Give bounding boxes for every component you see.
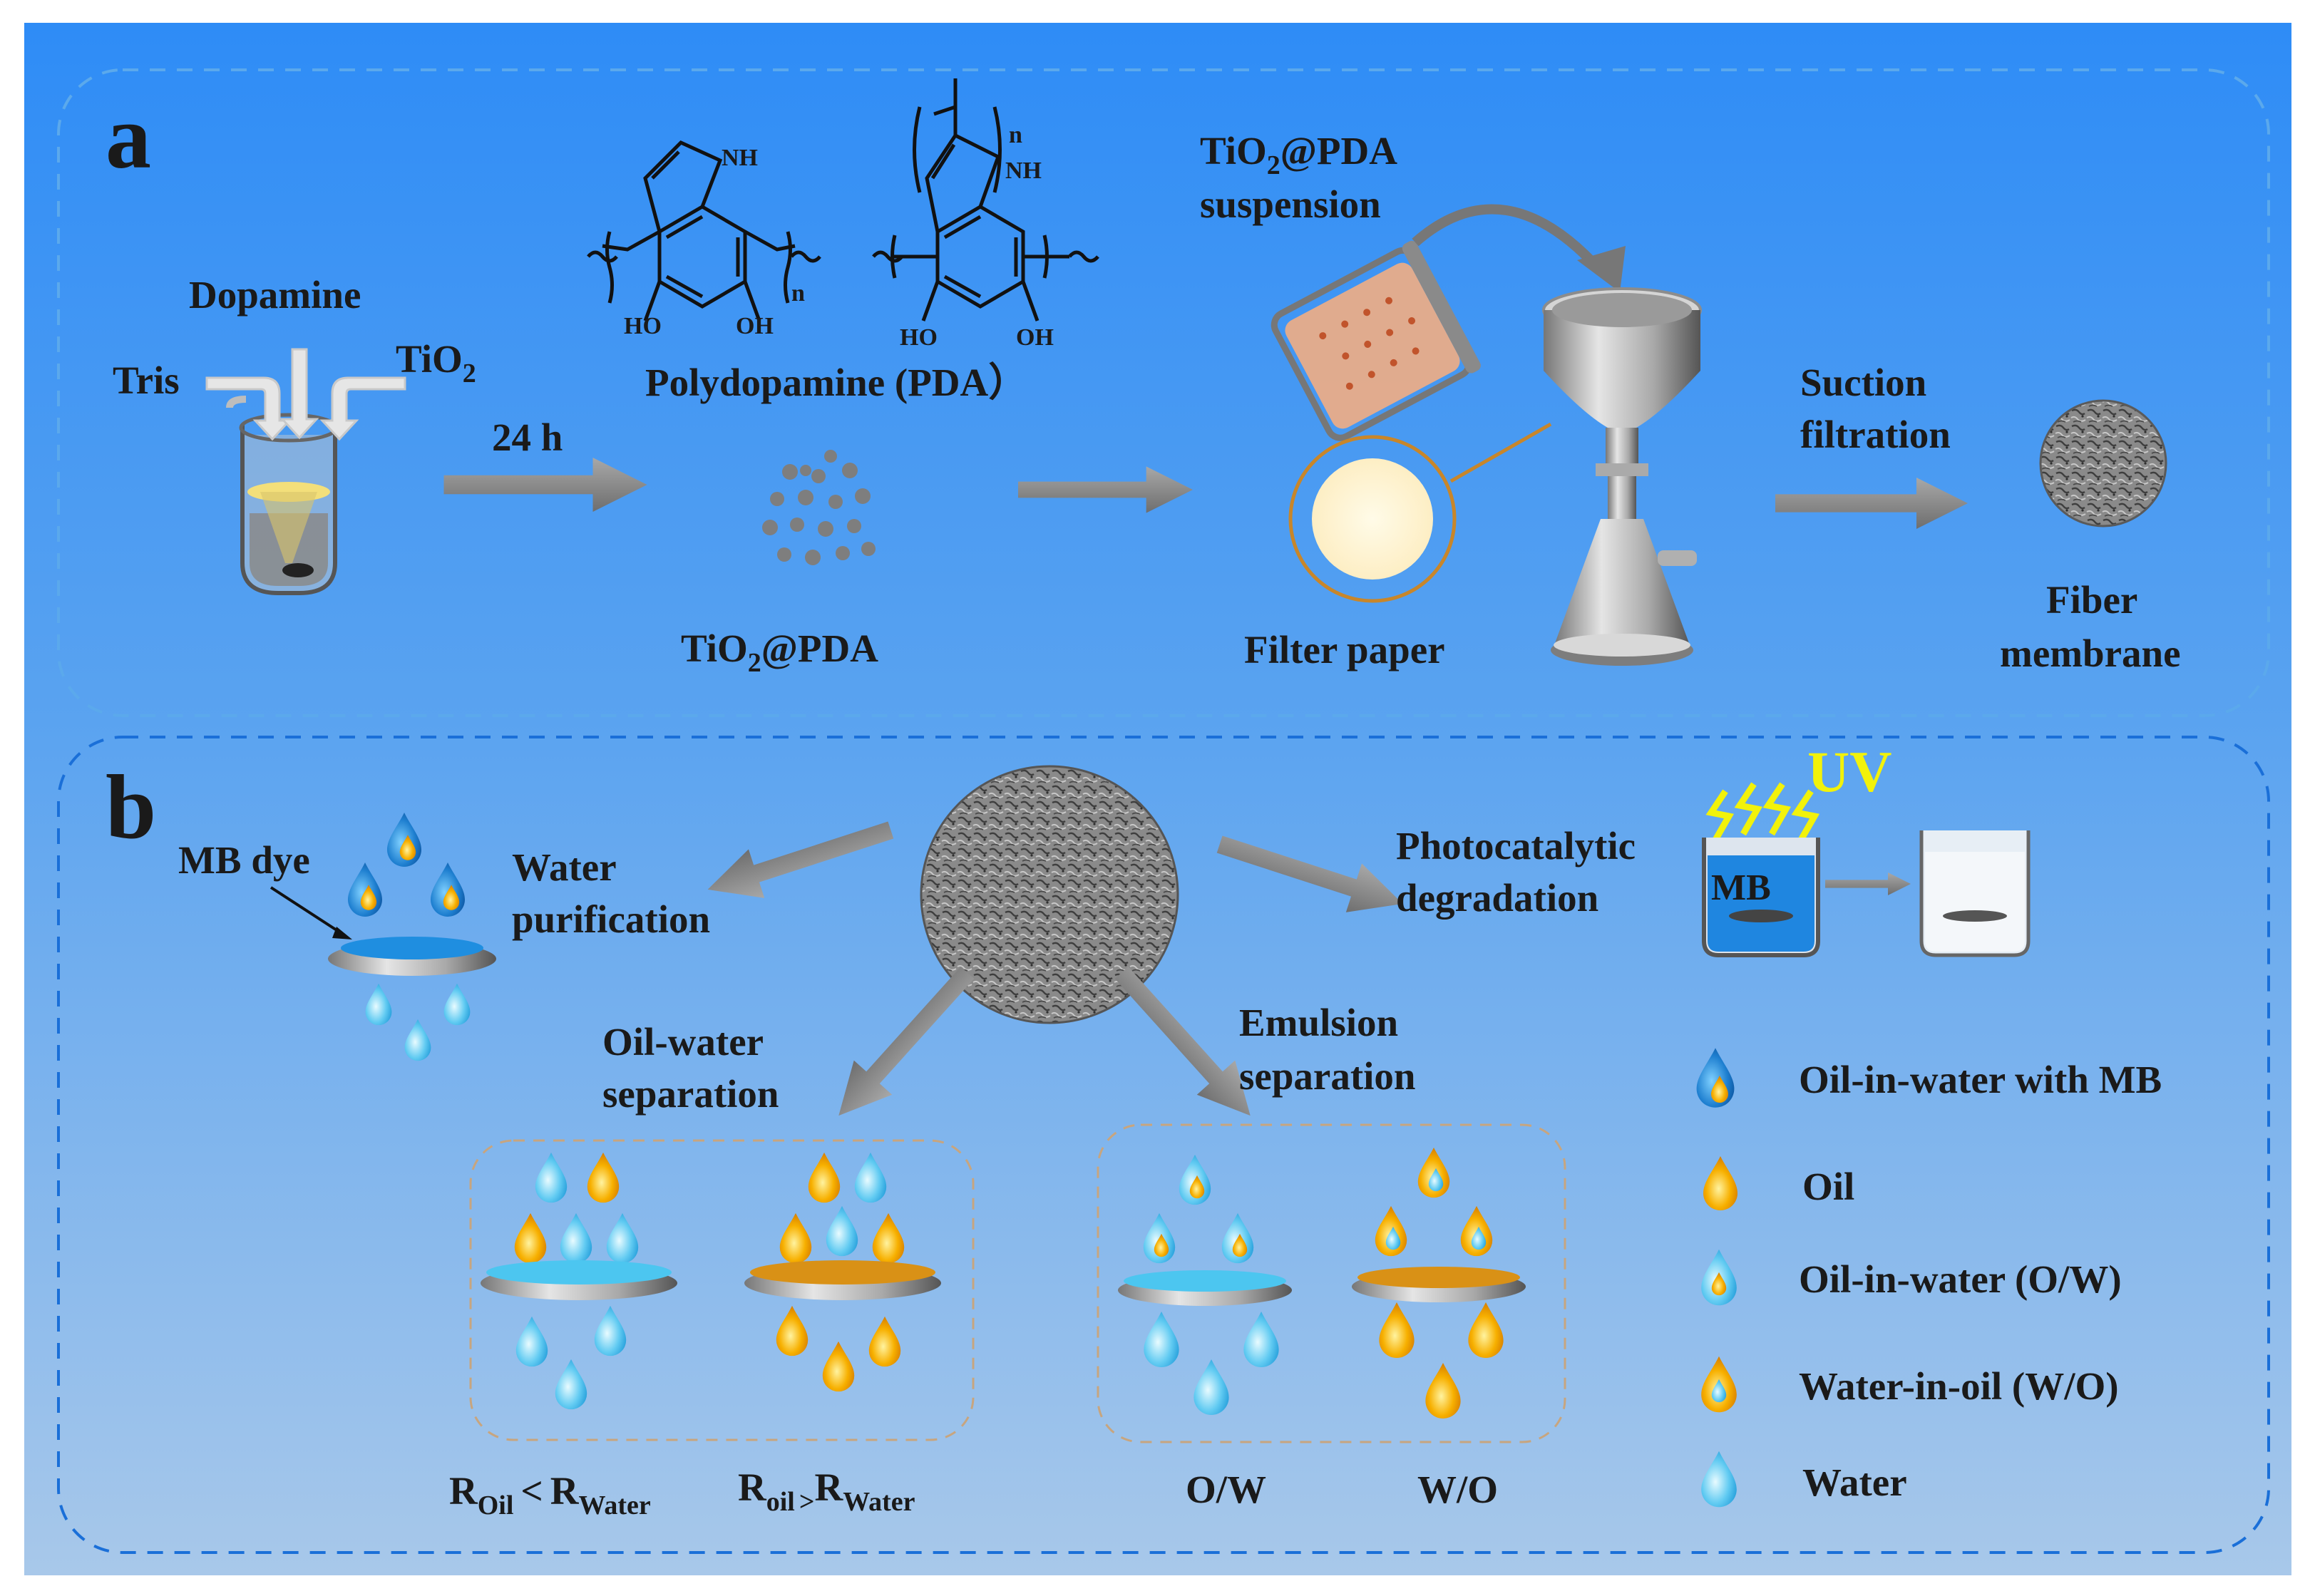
legend-label-oil-in-water-mb: Oil-in-water with MB [1799,1058,2162,1101]
water-purification-line1: Water [512,845,617,889]
filter-paper-label: Filter paper [1244,628,1445,671]
reaction-beaker [226,396,339,595]
tio2-pda-particles [762,450,876,565]
n-subscript-left: n [791,280,805,307]
emulsion-wo [1352,1147,1526,1419]
panel-b-letter: b [106,756,156,858]
mb-dye-label: MB dye [178,838,310,882]
ho-label-right: HO [900,324,938,351]
legend-label-water: Water [1802,1461,1907,1504]
fiber-label-line1: Fiber [2046,578,2137,622]
panel-a-frame [57,68,2270,717]
legend-label-oil-in-water: Oil-in-water (O/W) [1799,1257,2122,1301]
oh-label-right: OH [1016,324,1054,351]
r-oil-less-label: ROil<RWater [449,1469,651,1520]
tris-label: Tris [113,359,180,402]
panel-a-letter: a [106,86,151,187]
dopamine-label: Dopamine [189,273,361,316]
pda-caption: Polydopamine (PDA） [645,361,1027,404]
oil-water-line1: Oil-water [602,1020,764,1064]
wo-label: W/O [1417,1468,1498,1511]
pda-structure-right [872,78,1099,321]
suction-label-line1: Suction [1800,361,1926,404]
panel-b-frame [57,736,2270,1554]
emulsion-line1: Emulsion [1239,1001,1398,1044]
mb-dye-pointer [270,886,344,935]
filtration-apparatus [1542,287,1702,666]
nh-label-right: NH [1005,158,1042,184]
n-subscript-right: n [1009,122,1022,148]
tio2-label: TiO2 [396,337,476,388]
photocatalytic-line1: Photocatalytic [1396,824,1636,867]
filter-paper [1288,422,1552,603]
emulsion-line2: separation [1239,1054,1416,1098]
oil-water-left [481,1152,677,1410]
ow-label: O/W [1186,1468,1266,1511]
clear-beaker [1919,830,2031,957]
input-arrows [205,348,406,441]
tio2-pda-label: TiO2@PDA [681,627,878,678]
reaction-time-label: 24 h [492,416,563,459]
suction-label-line2: filtration [1800,413,1951,456]
fiber-label-line2: membrane [2000,632,2181,675]
fiber-membrane-central [920,765,1179,1024]
pour-arrow-head [1577,246,1626,292]
r-oil-greater-label: Roil>RWater [738,1466,915,1517]
oil-water-right [744,1152,941,1392]
mb-dye-pointer-head [332,927,352,939]
suspension-label-line1: TiO2@PDA [1200,129,1397,180]
nh-label-left: NH [722,145,758,171]
ho-label-left: HO [624,313,662,339]
mb-beaker-label: MB [1711,867,1771,908]
photocatalytic-line2: degradation [1396,876,1598,920]
oh-label-left: OH [736,313,774,339]
purification-membrane [328,937,496,976]
pda-structure-left [587,140,821,321]
emulsion-ow [1118,1154,1292,1415]
oil-water-line2: separation [602,1072,779,1116]
oil-water-box [469,1139,975,1441]
water-purification-line2: purification [512,897,710,941]
legend: Oil-in-water with MB Oil Oil-in-water (O… [1696,1048,2162,1508]
legend-label-oil: Oil [1802,1165,1854,1208]
emulsion-box [1097,1123,1566,1443]
pour-arrow [1412,204,1605,274]
figure-background [24,23,2291,1575]
uv-label: UV [1807,739,1891,804]
mb-beaker [1702,838,1820,957]
uv-rays [1705,782,1820,843]
legend-label-water-in-oil: Water-in-oil (W/O) [1799,1364,2119,1408]
fiber-membrane-small [2039,399,2167,527]
suspension-label-line2: suspension [1200,182,1381,226]
suspension-beaker [1271,240,1481,441]
